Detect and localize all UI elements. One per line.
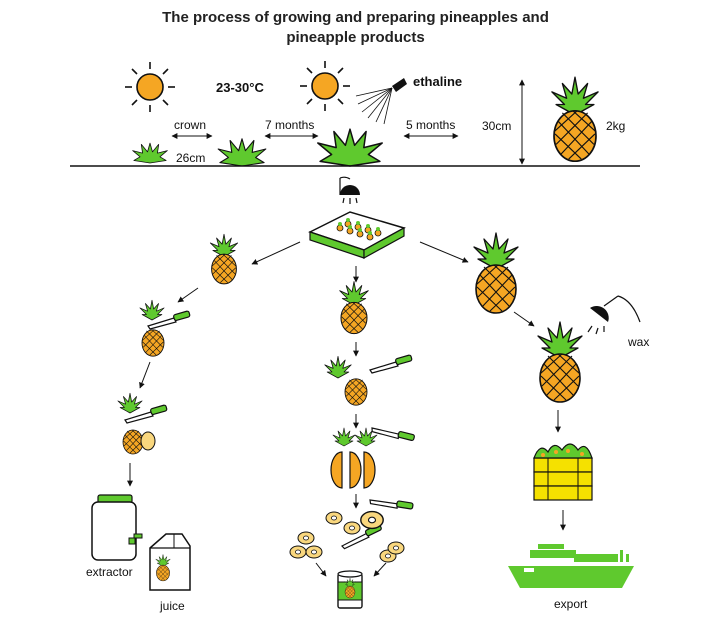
cut-crown-icon-2: [117, 392, 143, 414]
crate-icon: [533, 443, 593, 501]
page-title: The process of growing and preparing pin…: [0, 8, 711, 48]
pineapple-icon-juice-1: [210, 234, 237, 284]
height-label: 30cm: [482, 119, 511, 133]
crown-size-label: 26cm: [176, 151, 205, 165]
sprayer-icon: [355, 78, 407, 125]
ship-icon: [508, 544, 634, 588]
wax-lamp-icon: [587, 295, 641, 335]
title-line-1: The process of growing and preparing pin…: [162, 9, 549, 26]
crown-plant-icon: [132, 142, 168, 164]
arrow-to-export-branch: [419, 241, 469, 263]
grown-plant-icon: [317, 128, 383, 167]
halved-pineapple-icon: [330, 427, 378, 489]
stage-7-months-label: 7 months: [265, 118, 314, 132]
pineapple-crown-cut-icon: [141, 329, 165, 357]
stage-crown-label: crown: [174, 118, 206, 132]
pineapple-body-can: [344, 378, 368, 406]
mature-pineapple-icon: [552, 77, 598, 161]
sun-icon-left: [124, 61, 176, 113]
chemical-label: ethaline: [413, 74, 462, 89]
waxed-pineapple-icon: [538, 322, 582, 402]
juice-carton-icon: [149, 533, 191, 591]
can-icon: [337, 570, 363, 609]
knife-icon-4: [369, 414, 417, 453]
stage-5-months-label: 5 months: [406, 118, 455, 132]
peeled-pineapple-icon: [122, 429, 144, 455]
sun-icon-right: [299, 60, 351, 112]
pineapple-slices-icon: [289, 510, 405, 563]
pineapple-icon-can-1: [340, 282, 369, 334]
extractor-label: extractor: [86, 565, 133, 579]
knife-icon-3: [369, 354, 413, 374]
juice-label: juice: [159, 599, 185, 613]
title-line-2: pineapple products: [286, 29, 425, 46]
extractor-icon: [91, 494, 143, 561]
crown-cut-icon-can: [324, 356, 352, 379]
lamp-icon-top: [339, 184, 361, 205]
greenhouse-tray-icon: [308, 211, 406, 260]
pineapple-icon-export-1: [474, 233, 518, 313]
wax-label: wax: [627, 335, 649, 349]
arrow-to-juice-branch: [251, 241, 301, 265]
young-plant-icon: [217, 138, 267, 167]
weight-label: 2kg: [606, 119, 625, 133]
export-label: export: [554, 597, 588, 611]
temperature-label: 23-30°C: [216, 80, 264, 95]
cut-crown-icon: [139, 299, 165, 321]
